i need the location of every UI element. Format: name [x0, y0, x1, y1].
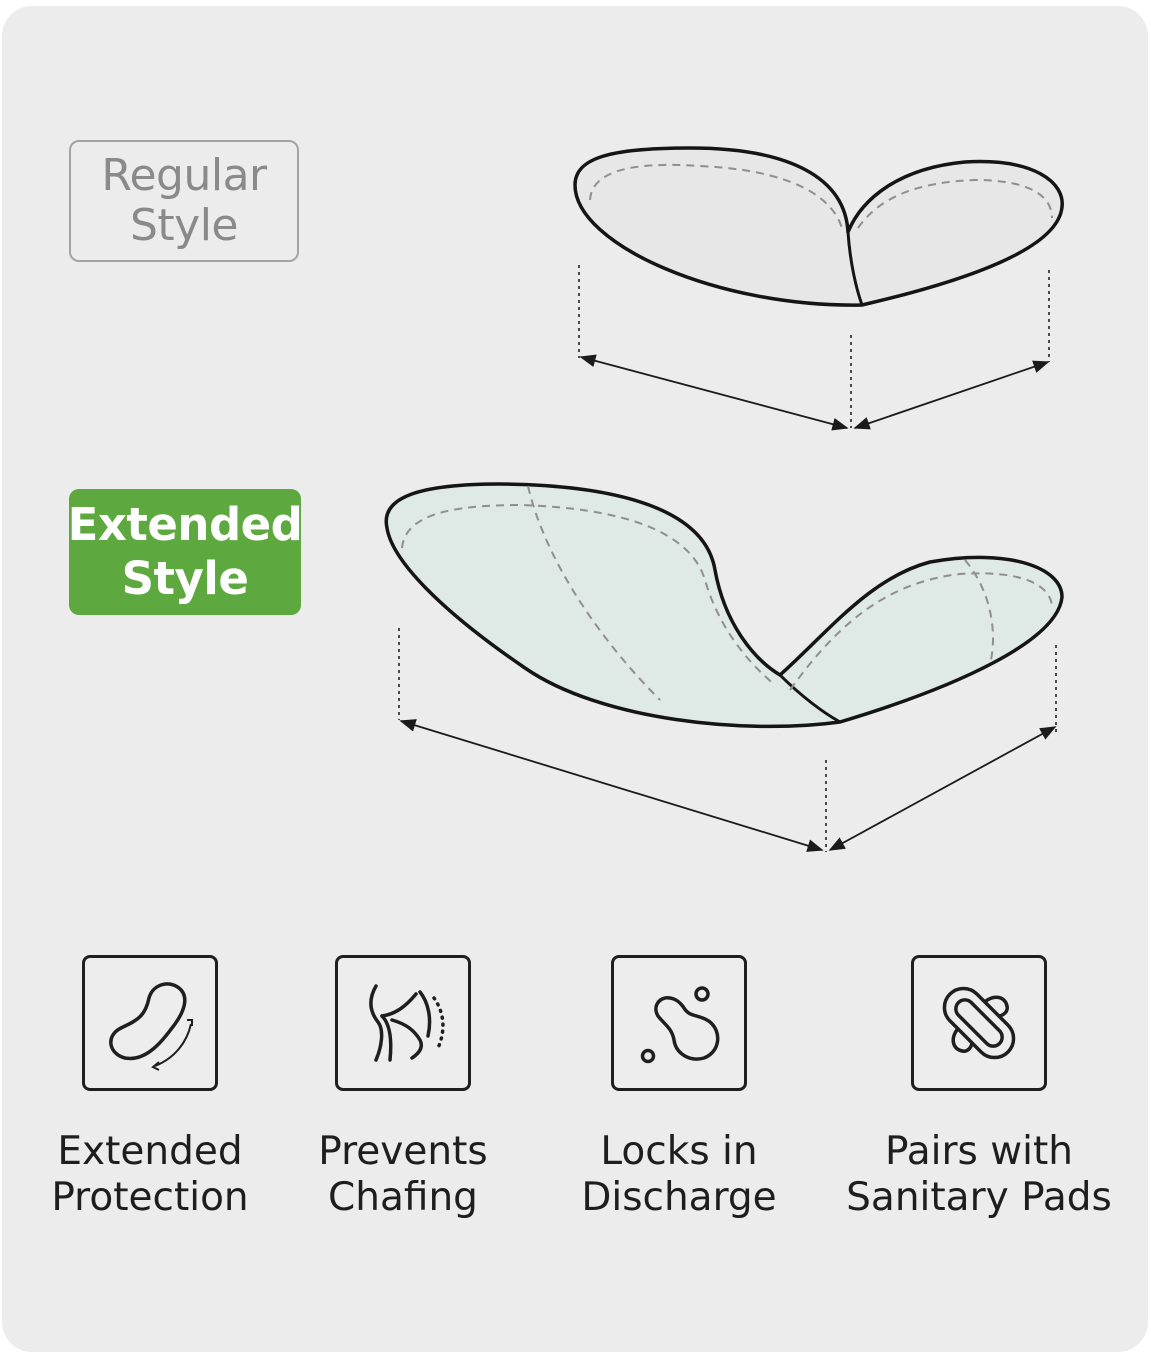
feature-locks-in-discharge: Locks in Discharge: [549, 955, 809, 1221]
droplets-icon: [611, 955, 747, 1091]
feature-extended-protection: Extended Protection: [20, 955, 280, 1221]
body-hip-icon: [335, 955, 471, 1091]
pad-diagrams: [384, 146, 1064, 852]
extended-pad-dimension-lines: [398, 628, 1057, 852]
feature-label-line2: Chafing: [328, 1175, 478, 1220]
feature-pairs-with-sanitary-pads: Pairs with Sanitary Pads: [846, 955, 1112, 1221]
feature-label-line2: Sanitary Pads: [846, 1175, 1112, 1220]
feature-label: Extended Protection: [51, 1129, 248, 1221]
feature-label-line2: Protection: [51, 1175, 249, 1220]
feature-label-line1: Pairs with: [885, 1129, 1073, 1174]
extended-style-line2: Style: [121, 552, 249, 605]
feature-label-line2: Discharge: [581, 1175, 777, 1220]
regular-pad-illustration: [573, 146, 1064, 307]
sanitary-pad-icon: [911, 955, 1047, 1091]
regular-style-label: Regular Style: [69, 140, 299, 262]
feature-label-line1: Locks in: [600, 1129, 758, 1174]
feature-label: Locks in Discharge: [581, 1129, 776, 1221]
regular-style-line1: Regular: [101, 150, 267, 201]
extended-style-line1: Extended: [67, 498, 303, 551]
feature-label-line1: Extended: [57, 1129, 243, 1174]
feature-prevents-chafing: Prevents Chafing: [273, 955, 533, 1221]
regular-style-line2: Style: [129, 200, 239, 251]
feature-label-line1: Prevents: [318, 1129, 488, 1174]
extended-pad-illustration: [384, 482, 1064, 729]
regular-pad-dimension-lines: [578, 265, 1050, 431]
extended-style-label: Extended Style: [67, 489, 303, 615]
feature-label: Pairs with Sanitary Pads: [846, 1129, 1112, 1221]
extended-pad-icon: [82, 955, 218, 1091]
feature-label: Prevents Chafing: [318, 1129, 487, 1221]
